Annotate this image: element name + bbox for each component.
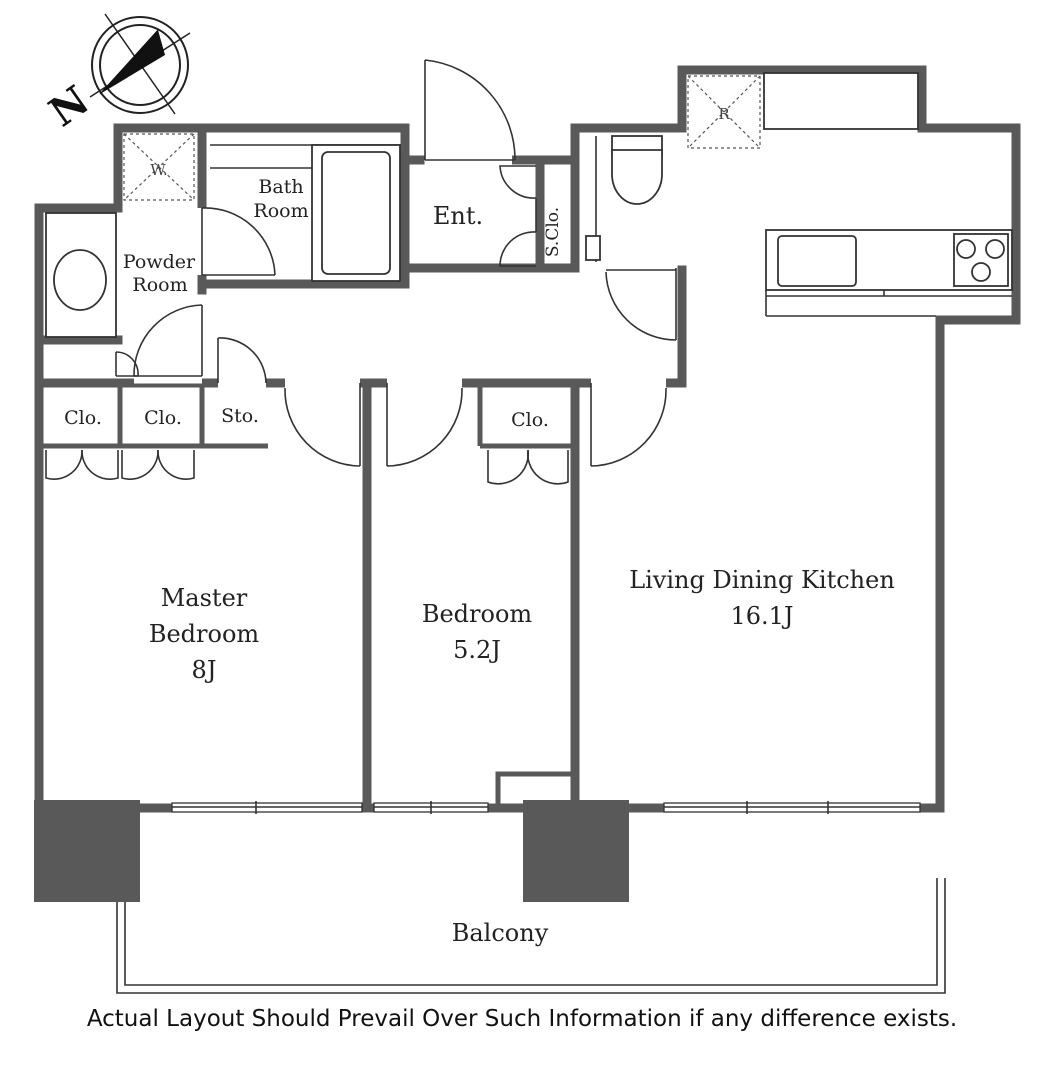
compass-outer-ring bbox=[91, 16, 189, 114]
master-bedroom-size: 8J bbox=[192, 656, 217, 684]
balcony-railing-outer bbox=[116, 878, 946, 994]
closet-label-1: Clo. bbox=[64, 407, 102, 429]
burner-icon-2 bbox=[985, 239, 1005, 259]
closet-label-3: Clo. bbox=[511, 409, 549, 431]
bath-room-label-line1: Bath bbox=[258, 176, 303, 198]
bath-room-label-line2: Room bbox=[253, 200, 308, 222]
fridge-space bbox=[687, 75, 761, 149]
windows bbox=[171, 801, 921, 814]
ldk-size: 16.1J bbox=[730, 602, 793, 630]
kitchen-sink-icon bbox=[777, 235, 857, 287]
toilet-icon bbox=[611, 149, 663, 205]
master-bedroom-door-swing bbox=[284, 387, 361, 467]
burner-icon bbox=[956, 239, 976, 259]
toilet-paper-holder bbox=[585, 235, 601, 261]
wall-north-right bbox=[507, 65, 1021, 813]
balcony-railing bbox=[116, 878, 946, 994]
powder-door-swing bbox=[133, 304, 203, 377]
bathtub-icon bbox=[321, 151, 391, 275]
balcony-railing-inner bbox=[124, 878, 938, 986]
pillar-west bbox=[34, 800, 140, 902]
closet-label-2: Clo. bbox=[144, 407, 182, 429]
burner-icon-3 bbox=[971, 262, 991, 282]
bedroom-label: Bedroom bbox=[422, 600, 533, 628]
bath-door-swing bbox=[201, 207, 276, 276]
fridge-label: R bbox=[718, 105, 730, 123]
shoe-closet-bifold bbox=[499, 165, 537, 267]
floor-plan: N bbox=[34, 13, 1021, 994]
disclaimer-text: Actual Layout Should Prevail Over Such I… bbox=[86, 1006, 958, 1032]
room-labels: Master Bedroom 8J Bedroom 5.2J Living Di… bbox=[64, 176, 895, 947]
ldk-door-swing bbox=[590, 387, 667, 467]
storage-door-swing bbox=[217, 337, 267, 384]
kitchen-cupboard bbox=[763, 72, 919, 130]
compass-needle-half bbox=[99, 29, 159, 95]
entrance-label: Ent. bbox=[433, 202, 483, 230]
master-bedroom-label-line2: Bedroom bbox=[149, 620, 260, 648]
fixtures: W. R bbox=[45, 72, 1013, 338]
wall-bedroom-notch bbox=[495, 771, 575, 808]
toilet-door-swing bbox=[605, 271, 677, 341]
closet-bedroom-bifold bbox=[487, 449, 569, 485]
bedroom-door-swing bbox=[386, 387, 463, 467]
bedroom-size: 5.2J bbox=[453, 636, 501, 664]
doors bbox=[45, 59, 677, 485]
compass-needle-icon bbox=[100, 30, 165, 94]
closet-bifold-doors bbox=[45, 449, 195, 480]
vanity-sink-icon bbox=[53, 249, 107, 311]
vanity-door-swing bbox=[115, 351, 139, 377]
compass-inner-ring bbox=[99, 24, 181, 106]
compass: N bbox=[41, 13, 191, 136]
master-bedroom-label-line1: Master bbox=[161, 584, 248, 612]
washer-space bbox=[123, 133, 195, 201]
powder-room-label-line2: Room bbox=[132, 274, 187, 296]
wall-north-left bbox=[34, 123, 425, 805]
storage-label: Sto. bbox=[221, 405, 259, 427]
shoe-closet-label: S.Clo. bbox=[543, 207, 563, 257]
entrance-door-swing bbox=[424, 59, 516, 161]
walls bbox=[34, 65, 1021, 813]
powder-room-label-line1: Powder bbox=[123, 251, 196, 273]
ldk-label: Living Dining Kitchen bbox=[629, 566, 895, 594]
pillar-center bbox=[523, 800, 629, 902]
balcony-label: Balcony bbox=[452, 919, 549, 947]
compass-north-letter: N bbox=[41, 77, 98, 136]
washer-label: W. bbox=[150, 161, 168, 179]
